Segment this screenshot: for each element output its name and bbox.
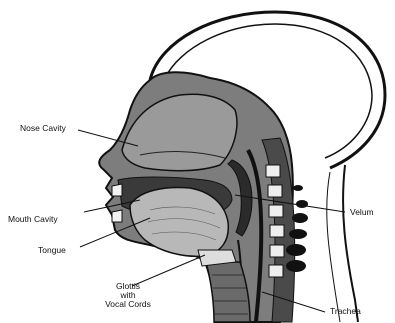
neck-back-inner-outline <box>327 172 340 322</box>
label-velum: Velum <box>350 208 374 217</box>
tongue-region <box>130 188 228 257</box>
label-glottis-line3: Vocal Cords <box>105 299 151 309</box>
label-trachea: Trachea <box>330 307 361 316</box>
neck-back-outline <box>343 165 358 322</box>
label-mouth-cavity: Mouth Cavity <box>8 215 58 224</box>
label-nose-cavity: Nose Cavity <box>20 124 66 133</box>
label-glottis: Glottis with Vocal Cords <box>88 282 168 309</box>
trachea-region <box>206 262 250 322</box>
label-tongue: Tongue <box>38 246 66 255</box>
